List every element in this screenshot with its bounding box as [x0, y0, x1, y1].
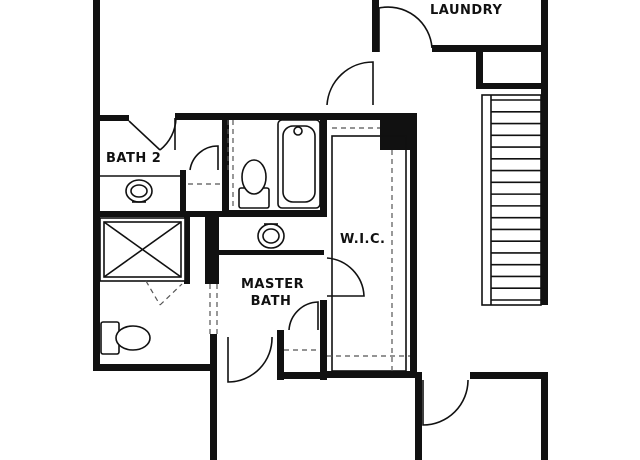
wall-laundry-left — [372, 0, 379, 52]
wall-stair-left — [476, 52, 483, 89]
door-lower — [422, 379, 469, 426]
wall-laundry-right — [541, 0, 548, 52]
stair-treads — [491, 99, 541, 301]
wall-closet-bottom — [277, 372, 327, 379]
door-wic — [326, 257, 365, 297]
doors — [128, 6, 469, 426]
bath2-sink-icon — [125, 179, 153, 203]
wall-bath2-left — [93, 115, 100, 370]
wall-stair-top — [476, 83, 548, 89]
wall-column — [380, 113, 417, 150]
door-bath2-closet — [189, 145, 219, 171]
door-masterbath — [227, 336, 273, 383]
door-laundry — [378, 6, 433, 52]
room-label-master-bath-line1: MASTER — [241, 277, 305, 292]
wall-lower-left-stub — [415, 372, 422, 460]
room-label-master-bath: MASTER BATH — [241, 276, 305, 310]
walls — [93, 0, 548, 460]
wall-bath2-bottom — [93, 211, 223, 217]
wall-hall-top — [325, 113, 415, 120]
wall-tub-bottom — [222, 210, 327, 217]
room-label-master-bath-line2: BATH — [250, 294, 292, 309]
wall-masterbath-vanity-bottom — [219, 250, 324, 255]
bathtub — [277, 119, 321, 209]
wall-masterbath-left — [210, 334, 217, 460]
wall-left-upper — [93, 0, 100, 120]
toilet-lower-bowl-icon — [115, 325, 151, 351]
wall-wic-right — [410, 113, 417, 378]
wall-shower-right — [184, 217, 190, 284]
master-sink-icon — [257, 223, 285, 249]
door-hall — [326, 61, 374, 106]
wall-stair-right — [541, 45, 548, 305]
wall-laundry-bottom — [432, 45, 544, 52]
wall-bath2-top — [93, 115, 129, 121]
fixtures — [100, 159, 285, 355]
toilet-upper-bowl-icon — [241, 159, 267, 195]
light-lines — [99, 94, 542, 372]
wall-bath2-floor — [93, 364, 215, 371]
door-bath2 — [128, 117, 177, 151]
room-label-laundry: LAUNDRY — [430, 3, 503, 18]
room-label-bath2: BATH 2 — [106, 151, 162, 166]
door-masterbath-closet — [288, 301, 319, 331]
wall-closet-small-left — [277, 330, 284, 380]
wall-tub-right — [320, 113, 327, 215]
wall-closet-left — [180, 170, 186, 217]
staircase — [481, 94, 542, 306]
wall-masterbath-right — [320, 300, 327, 380]
wall-wic-bottom — [320, 371, 417, 378]
wall-lower-right-top — [470, 372, 548, 379]
wall-shower-stub — [205, 217, 219, 284]
wall-lower-right — [541, 372, 548, 460]
wall-toilet-partition — [222, 118, 229, 217]
room-label-wic: W.I.C. — [340, 232, 386, 247]
wall-bathtub-top — [175, 113, 325, 120]
